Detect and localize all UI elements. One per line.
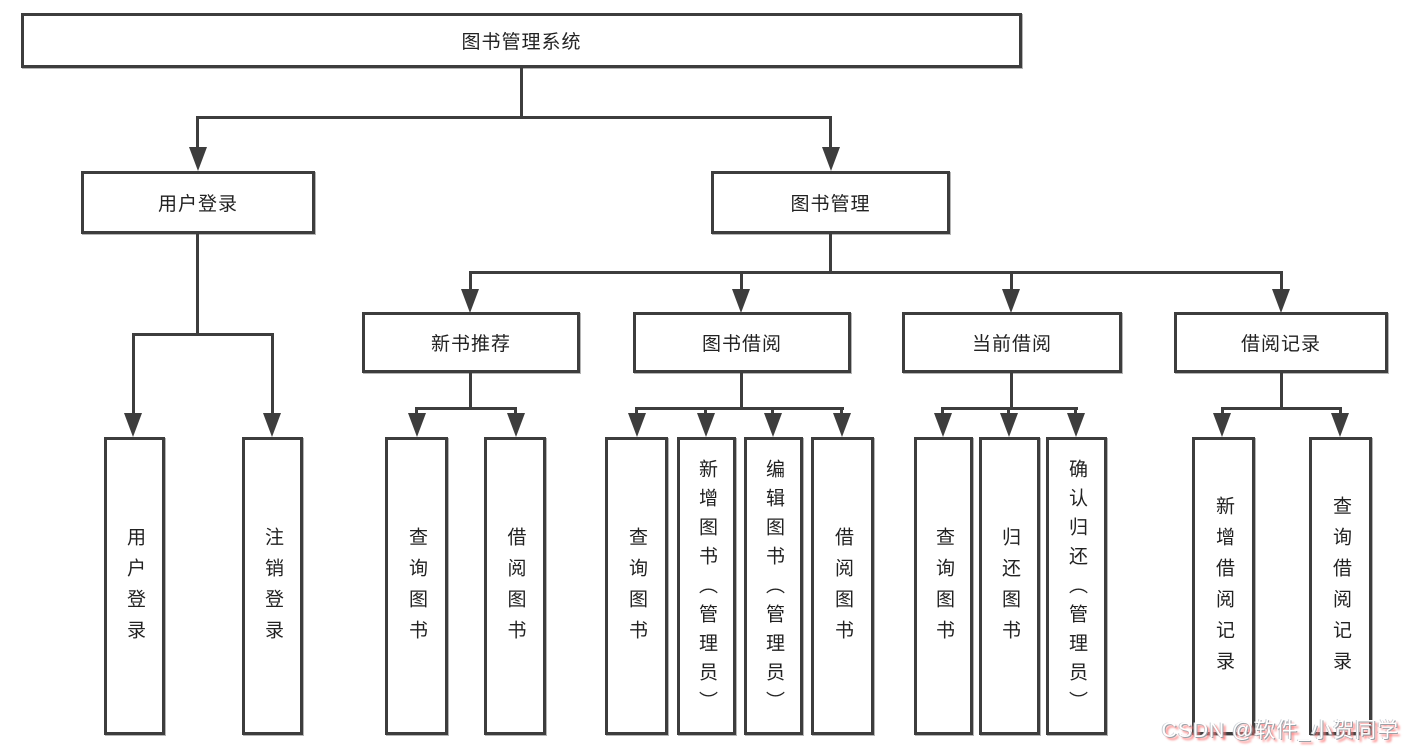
connector-stem-br2 (1339, 407, 1342, 415)
leaf-newbook-query-label: 查询图书 (406, 527, 427, 651)
connector-stem-book-mgmt (829, 116, 832, 148)
arrow-cb1 (934, 413, 952, 437)
arrow-nb2 (507, 413, 525, 437)
connector-currentborrow-trunk (1010, 373, 1013, 409)
node-book-management: 图书管理 (711, 171, 950, 234)
leaf-logout-label: 注销登录 (262, 527, 283, 651)
leaf-borrow-add-admin: 新增图书（管理员） (677, 437, 736, 735)
leaf-record-add-label: 新增借阅记录 (1213, 496, 1234, 682)
leaf-newbook-query: 查询图书 (385, 437, 448, 735)
leaf-newbook-borrow-label: 借阅图书 (504, 527, 526, 651)
node-root: 图书管理系统 (21, 13, 1022, 68)
node-user-login: 用户登录 (81, 171, 315, 234)
leaf-user-login-label: 用户登录 (124, 527, 145, 651)
leaf-record-query-label: 查询借阅记录 (1330, 496, 1351, 682)
connector-stem-cb1 (941, 407, 944, 415)
leaf-borrow-edit-admin-label: 编辑图书（管理员） (763, 458, 784, 720)
arrow-nb1 (408, 413, 426, 437)
connector-stem-current-borrow (1010, 271, 1013, 291)
arrow-bb3 (764, 413, 782, 437)
arrow-user-login (189, 147, 207, 171)
leaf-borrow-book-label: 借阅图书 (832, 527, 853, 651)
arrow-new-book (461, 289, 479, 313)
node-borrow-record: 借阅记录 (1174, 312, 1388, 373)
node-current-borrow-label: 当前借阅 (971, 334, 1052, 355)
connector-stem-borrow-record (1280, 271, 1283, 291)
connector-stem-leaf-login (132, 333, 135, 413)
arrow-leaf-logout (263, 413, 281, 437)
connector-stem-nb2 (514, 407, 517, 415)
leaf-borrow-book: 借阅图书 (811, 437, 874, 735)
leaf-borrow-query: 查询图书 (605, 437, 668, 735)
connector-stem-cb2 (1007, 407, 1010, 415)
csdn-watermark: CSDN @软件_小贺同学 (1161, 719, 1399, 742)
arrow-book-mgmt (822, 147, 840, 171)
node-new-book-recommend: 新书推荐 (362, 312, 580, 373)
connector-stem-bb4 (840, 407, 843, 415)
leaf-record-query: 查询借阅记录 (1309, 437, 1372, 735)
leaf-user-login: 用户登录 (104, 437, 165, 735)
node-root-label: 图书管理系统 (461, 32, 582, 53)
connector-stem-bb3 (771, 407, 774, 415)
connector-newbook-branch (415, 407, 517, 410)
node-borrow-record-label: 借阅记录 (1240, 334, 1321, 355)
arrow-bb1 (628, 413, 646, 437)
connector-bookborrow-trunk (740, 373, 743, 409)
node-current-borrow: 当前借阅 (902, 312, 1122, 373)
leaf-borrow-add-admin-label: 新增图书（管理员） (696, 458, 717, 720)
leaf-current-query-label: 查询图书 (933, 527, 954, 651)
connector-userlogin-trunk (196, 234, 199, 335)
arrow-current-borrow (1002, 289, 1020, 313)
connector-stem-nb1 (415, 407, 418, 415)
connector-borrowrecord-trunk (1280, 373, 1283, 409)
leaf-record-add: 新增借阅记录 (1192, 437, 1255, 735)
node-book-management-label: 图书管理 (790, 194, 871, 215)
connector-userlogin-branch (132, 333, 274, 336)
leaf-logout: 注销登录 (242, 437, 303, 735)
arrow-br2 (1331, 413, 1349, 437)
connector-stem-book-borrow (740, 271, 743, 291)
leaf-newbook-borrow: 借阅图书 (484, 437, 546, 735)
arrow-leaf-login (124, 413, 142, 437)
arrow-cb3 (1067, 413, 1085, 437)
connector-level2-branch (196, 116, 832, 119)
connector-stem-leaf-logout (271, 333, 274, 413)
connector-borrowrecord-branch (1221, 407, 1342, 410)
leaf-confirm-return-admin-label: 确认归还（管理员） (1066, 458, 1087, 720)
leaf-return-book-label: 归还图书 (999, 527, 1020, 651)
arrow-book-borrow (732, 289, 750, 313)
arrow-cb2 (1000, 413, 1018, 437)
node-user-login-label: 用户登录 (157, 194, 238, 215)
connector-level3-branch (469, 271, 1283, 274)
connector-bookmgmt-trunk (829, 234, 832, 273)
connector-bookborrow-branch (635, 407, 844, 410)
node-new-book-recommend-label: 新书推荐 (430, 334, 511, 355)
connector-stem-user-login (196, 116, 199, 148)
connector-stem-bb2 (704, 407, 707, 415)
leaf-borrow-query-label: 查询图书 (626, 527, 647, 651)
arrow-br1 (1213, 413, 1231, 437)
connector-root-trunk (520, 68, 523, 118)
leaf-borrow-edit-admin: 编辑图书（管理员） (744, 437, 803, 735)
node-book-borrow: 图书借阅 (633, 312, 851, 373)
connector-stem-cb3 (1074, 407, 1077, 415)
leaf-return-book: 归还图书 (979, 437, 1040, 735)
arrow-bb4 (833, 413, 851, 437)
node-book-borrow-label: 图书借阅 (701, 334, 782, 355)
arrow-borrow-record (1272, 289, 1290, 313)
connector-stem-new-book (469, 271, 472, 291)
arrow-bb2 (697, 413, 715, 437)
connector-stem-br1 (1221, 407, 1224, 415)
leaf-current-query: 查询图书 (914, 437, 973, 735)
connector-newbook-trunk (469, 373, 472, 409)
leaf-confirm-return-admin: 确认归还（管理员） (1046, 437, 1107, 735)
connector-stem-bb1 (635, 407, 638, 415)
